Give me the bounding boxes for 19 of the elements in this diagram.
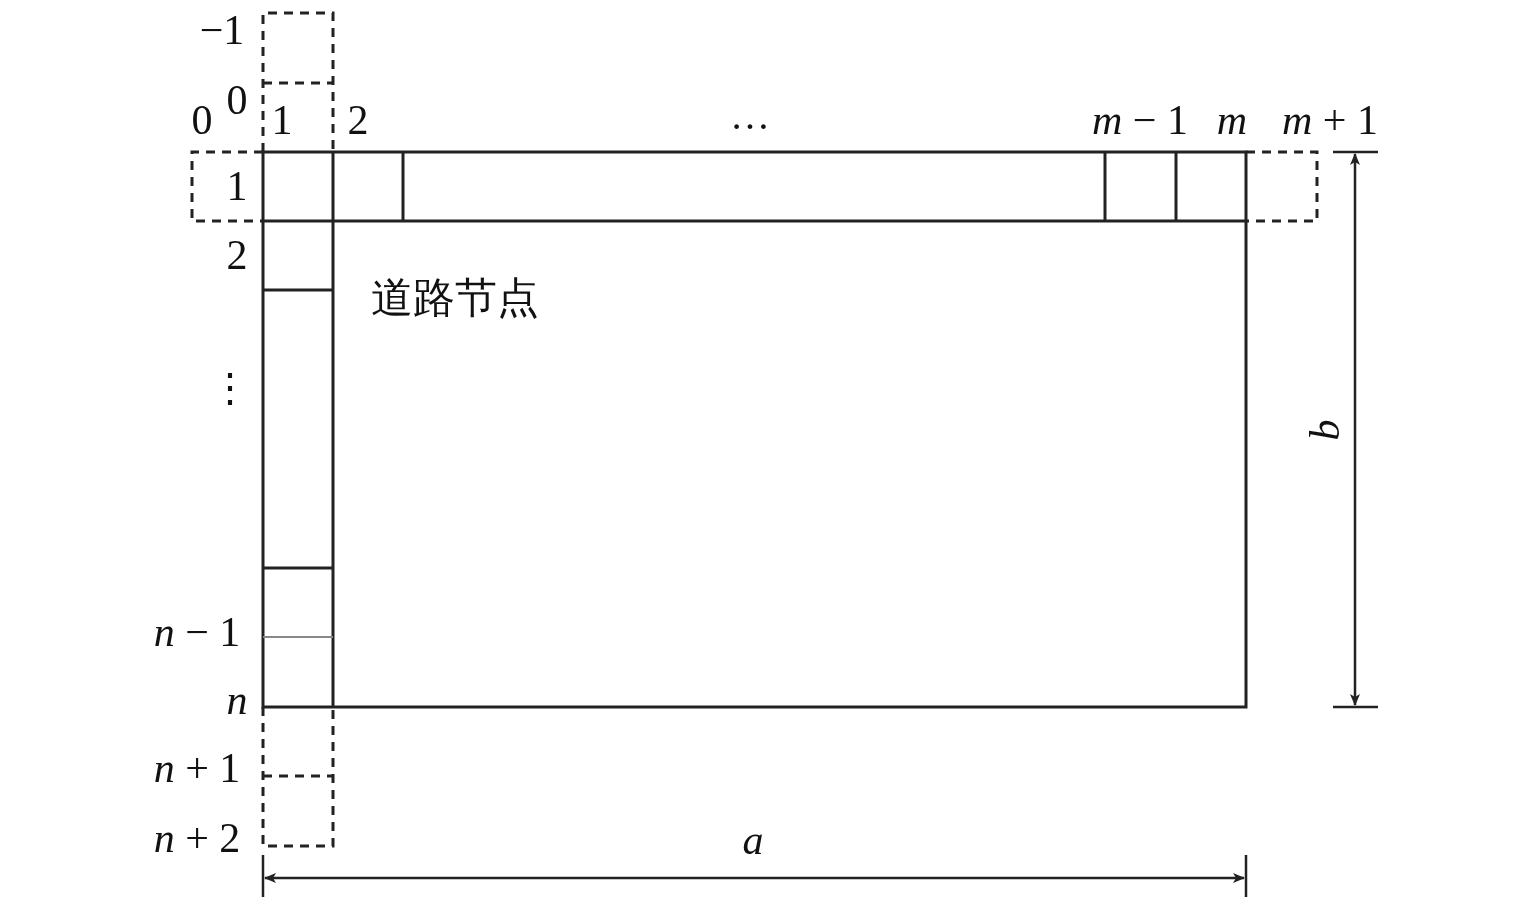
grid-label: 1 — [271, 99, 293, 141]
grid-label: 道路节点 — [371, 277, 539, 319]
grid-label: 2 — [347, 99, 369, 141]
grid-label: m + 1 — [1282, 99, 1378, 141]
grid-label: 2 — [226, 234, 248, 276]
grid-label: 0 — [191, 99, 213, 141]
grid-label: n — [226, 679, 248, 721]
grid-label: 1 — [226, 165, 248, 207]
grid-label: 0 — [226, 79, 248, 121]
grid-label: … — [730, 96, 770, 136]
grid-label: ⋮ — [210, 368, 250, 408]
grid-label: n + 1 — [153, 747, 241, 789]
dimension-label: b — [1304, 419, 1346, 441]
grid-label: a — [742, 819, 764, 861]
grid-label: m − 1 — [1092, 99, 1188, 141]
grid-label: −1 — [199, 9, 245, 51]
grid-label: n − 1 — [153, 611, 241, 653]
grid-label: n + 2 — [153, 817, 241, 859]
grid-label: m — [1216, 99, 1248, 141]
